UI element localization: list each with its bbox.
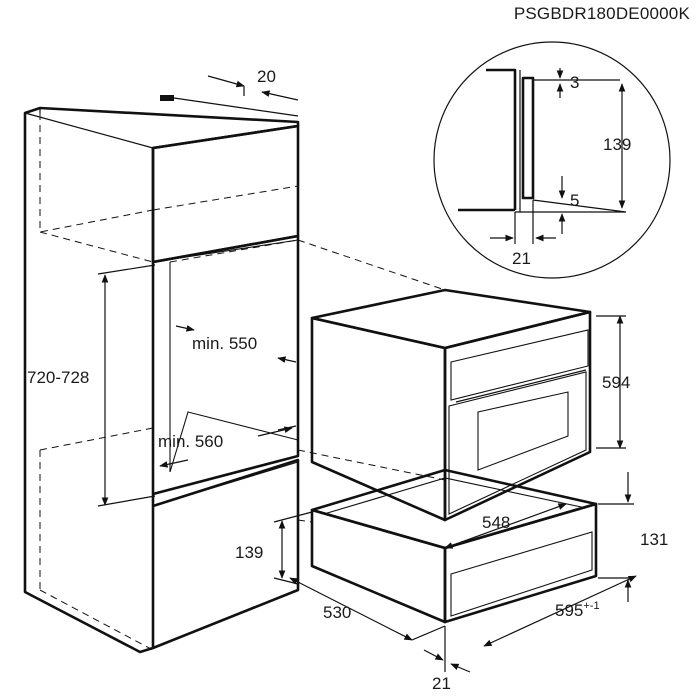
appliance-control-panel — [450, 329, 589, 401]
cabinet-top-edge — [24, 108, 154, 149]
dim-bottom-offset: 21 — [432, 674, 451, 693]
cabinet — [23, 95, 300, 654]
cabinet-top-rear-edge — [173, 97, 299, 117]
appliance-door-top-edge — [455, 369, 587, 403]
detail-appliance-profile — [521, 76, 535, 200]
dim-appliance-depth: 548 — [482, 513, 510, 532]
detail-top-panel — [486, 68, 517, 210]
detail-top-gap: 3 — [570, 73, 579, 92]
dim-niche-min-width: min. 560 — [158, 432, 223, 451]
drawer-top-inner — [323, 477, 587, 515]
dim-top-depth: 20 — [257, 67, 276, 86]
appliance — [310, 288, 592, 522]
cabinet-hidden-lines — [39, 113, 299, 651]
cabinet-top-bracket — [160, 95, 174, 101]
detail-callout — [433, 41, 671, 279]
detail-circle — [433, 41, 671, 279]
detail-height: 139 — [603, 135, 631, 154]
detail-offset: 21 — [512, 249, 531, 268]
appliance-window — [477, 391, 569, 471]
dim-drawer-niche-height: 139 — [235, 543, 263, 562]
dim-drawer-height: 131 — [640, 530, 668, 549]
dim-cabinet-depth: 530 — [323, 603, 351, 622]
dim-appliance-height: 594 — [602, 373, 630, 392]
dim-appliance-width-tolerance: +-1 — [583, 600, 599, 612]
dim-appliance-width-value: 595 — [555, 601, 583, 620]
projection-lines — [297, 239, 446, 523]
dim-niche-height: 720-728 — [27, 368, 89, 387]
cabinet-lower-block — [152, 458, 300, 650]
dim-appliance-width: 595+-1 — [555, 600, 600, 620]
warming-drawer — [310, 468, 598, 624]
appliance-door — [448, 371, 587, 515]
appliance-front — [443, 310, 592, 522]
top-block-inner — [152, 239, 299, 263]
detail-bottom-gap: 5 — [570, 191, 579, 210]
model-code: PSGBDR180DE0000K — [514, 4, 691, 23]
lower-block-inner — [152, 461, 299, 507]
niche-inner-back — [152, 455, 299, 495]
dim-niche-min-height: min. 550 — [192, 334, 257, 353]
cabinet-top-block — [151, 124, 300, 264]
dimension-lines — [97, 75, 637, 673]
niche-inner-floor — [169, 411, 299, 473]
